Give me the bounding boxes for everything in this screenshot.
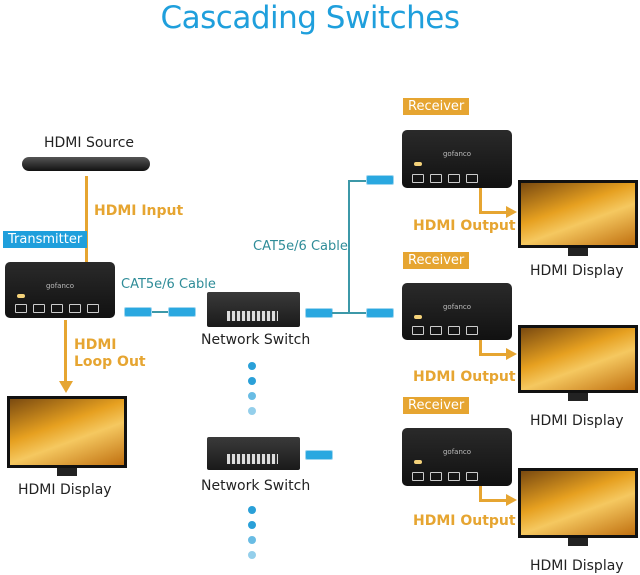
hdmi-output-arrow <box>479 486 482 502</box>
hdmi-display <box>518 180 638 256</box>
dot <box>248 392 256 400</box>
hdmi-source-device <box>22 157 150 171</box>
cable-label: CAT5e/6 Cable <box>253 239 348 254</box>
network-switch-label: Network Switch <box>201 332 311 348</box>
hdmi-display-label: HDMI Display <box>530 413 624 429</box>
hdmi-loop-arrow <box>64 320 67 382</box>
arrowhead-icon <box>59 381 73 393</box>
brand-logo: gofanco <box>45 282 75 290</box>
dot <box>248 551 256 559</box>
network-switch-2 <box>207 437 300 470</box>
receiver-badge: Receiver <box>403 252 470 269</box>
dot <box>248 407 256 415</box>
network-switch-label: Network Switch <box>201 478 311 494</box>
led-indicator <box>17 294 25 298</box>
hdmi-output-label: HDMI Output <box>413 513 516 529</box>
hdmi-output-label: HDMI Output <box>413 218 516 234</box>
hdmi-output-arrow <box>479 188 482 214</box>
hdmi-input-label: HDMI Input <box>94 203 184 219</box>
brand-logo: gofanco <box>442 150 472 158</box>
cable-line <box>348 180 350 313</box>
loop-line1: HDMI <box>74 337 117 353</box>
hdmi-display <box>518 325 638 401</box>
hdmi-source-label: HDMI Source <box>44 135 135 151</box>
hdmi-display-left <box>7 396 127 476</box>
dot <box>248 536 256 544</box>
hdmi-output-label: HDMI Output <box>413 369 516 385</box>
rj45-plug-icon <box>366 175 394 185</box>
rj45-plug-icon <box>168 307 196 317</box>
cable-line <box>332 312 368 314</box>
cable-label: CAT5e/6 Cable <box>121 277 216 292</box>
receiver-device: gofanco <box>402 283 512 340</box>
cable-line <box>348 180 368 182</box>
network-switch-1 <box>207 292 300 327</box>
receiver-badge: Receiver <box>403 397 470 414</box>
arrowhead-icon <box>506 494 517 506</box>
rj45-plug-icon <box>366 308 394 318</box>
brand-logo: gofanco <box>442 303 472 311</box>
cable-line <box>150 311 170 313</box>
rj45-plug-icon <box>305 450 333 460</box>
transmitter-badge: Transmitter <box>3 231 88 248</box>
hdmi-display-label: HDMI Display <box>530 263 624 279</box>
rj45-plug-icon <box>305 308 333 318</box>
hdmi-display <box>518 468 638 546</box>
dot <box>248 506 256 514</box>
page-title: Cascading Switches <box>160 0 460 36</box>
hdmi-output-arrow <box>479 499 507 502</box>
hdmi-display-label: HDMI Display <box>530 558 624 574</box>
hdmi-output-arrow <box>479 340 482 356</box>
hdmi-output-arrow <box>479 211 507 214</box>
ports <box>15 304 105 314</box>
loop-line2: Loop Out <box>74 354 146 370</box>
receiver-device: gofanco <box>402 130 512 188</box>
dot <box>248 521 256 529</box>
hdmi-display-label: HDMI Display <box>18 482 112 498</box>
brand-logo: gofanco <box>442 448 472 456</box>
receiver-badge: Receiver <box>403 98 470 115</box>
dot <box>248 362 256 370</box>
rj45-plug-icon <box>124 307 152 317</box>
arrowhead-icon <box>506 348 517 360</box>
receiver-device: gofanco <box>402 428 512 486</box>
hdmi-output-arrow <box>479 353 507 356</box>
dot <box>248 377 256 385</box>
arrowhead-icon <box>506 206 517 218</box>
transmitter-device: gofanco <box>5 262 115 318</box>
